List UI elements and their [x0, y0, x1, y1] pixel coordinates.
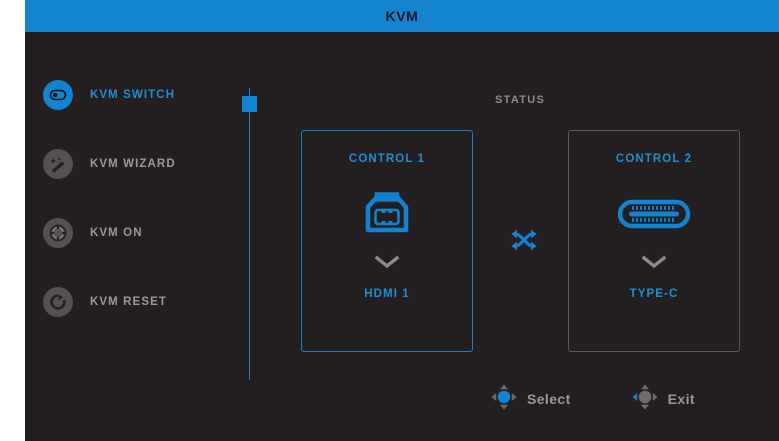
sidebar-item-kvm-switch[interactable]: KVM SWITCH	[25, 60, 225, 129]
power-dial-icon	[43, 217, 73, 248]
scrollbar-track[interactable]	[249, 88, 250, 380]
sidebar-item-kvm-reset[interactable]: KVM RESET	[25, 267, 225, 336]
magic-wand-icon	[43, 148, 73, 179]
sidebar-item-kvm-on[interactable]: KVM ON	[25, 198, 225, 267]
sidebar: KVM SWITCH KVM WIZARD	[25, 60, 225, 336]
exit-button-label: Exit	[667, 391, 695, 407]
control-card-source: HDMI 1	[364, 288, 410, 300]
shuffle-arrows-icon	[506, 222, 542, 258]
reset-arrow-icon	[43, 286, 73, 317]
toggle-switch-icon	[43, 79, 73, 110]
sidebar-item-label: KVM SWITCH	[90, 88, 176, 101]
osd-title-bar: KVM	[25, 0, 779, 32]
control-card-source: TYPE-C	[629, 288, 679, 300]
scrollbar-thumb[interactable]	[242, 96, 257, 112]
control-card-title: CONTROL 1	[348, 153, 426, 165]
status-label: STATUS	[495, 94, 546, 106]
osd-window: KVM KVM SWITCH KVM WIZARD	[25, 0, 779, 441]
control-card-1[interactable]: CONTROL 1 HDMI 1	[301, 130, 473, 352]
joystick-left-icon	[631, 383, 659, 416]
select-button-label: Select	[527, 391, 571, 407]
footer-hints: Select Exit	[490, 378, 750, 420]
hdmi-port-icon	[355, 183, 419, 245]
select-button[interactable]: Select	[490, 383, 571, 416]
control-card-title: CONTROL 2	[615, 153, 693, 165]
sidebar-item-label: KVM WIZARD	[90, 157, 176, 170]
control-card-2[interactable]: CONTROL 2	[568, 130, 740, 352]
exit-button[interactable]: Exit	[631, 383, 695, 416]
sidebar-item-kvm-wizard[interactable]: KVM WIZARD	[25, 129, 225, 198]
chevron-down-icon	[641, 255, 667, 274]
usb-type-c-icon	[617, 183, 691, 245]
sidebar-item-label: KVM RESET	[90, 295, 167, 308]
chevron-down-icon	[374, 255, 400, 274]
page-title: KVM	[385, 8, 419, 24]
sidebar-item-label: KVM ON	[90, 226, 143, 239]
joystick-press-icon	[490, 383, 518, 416]
